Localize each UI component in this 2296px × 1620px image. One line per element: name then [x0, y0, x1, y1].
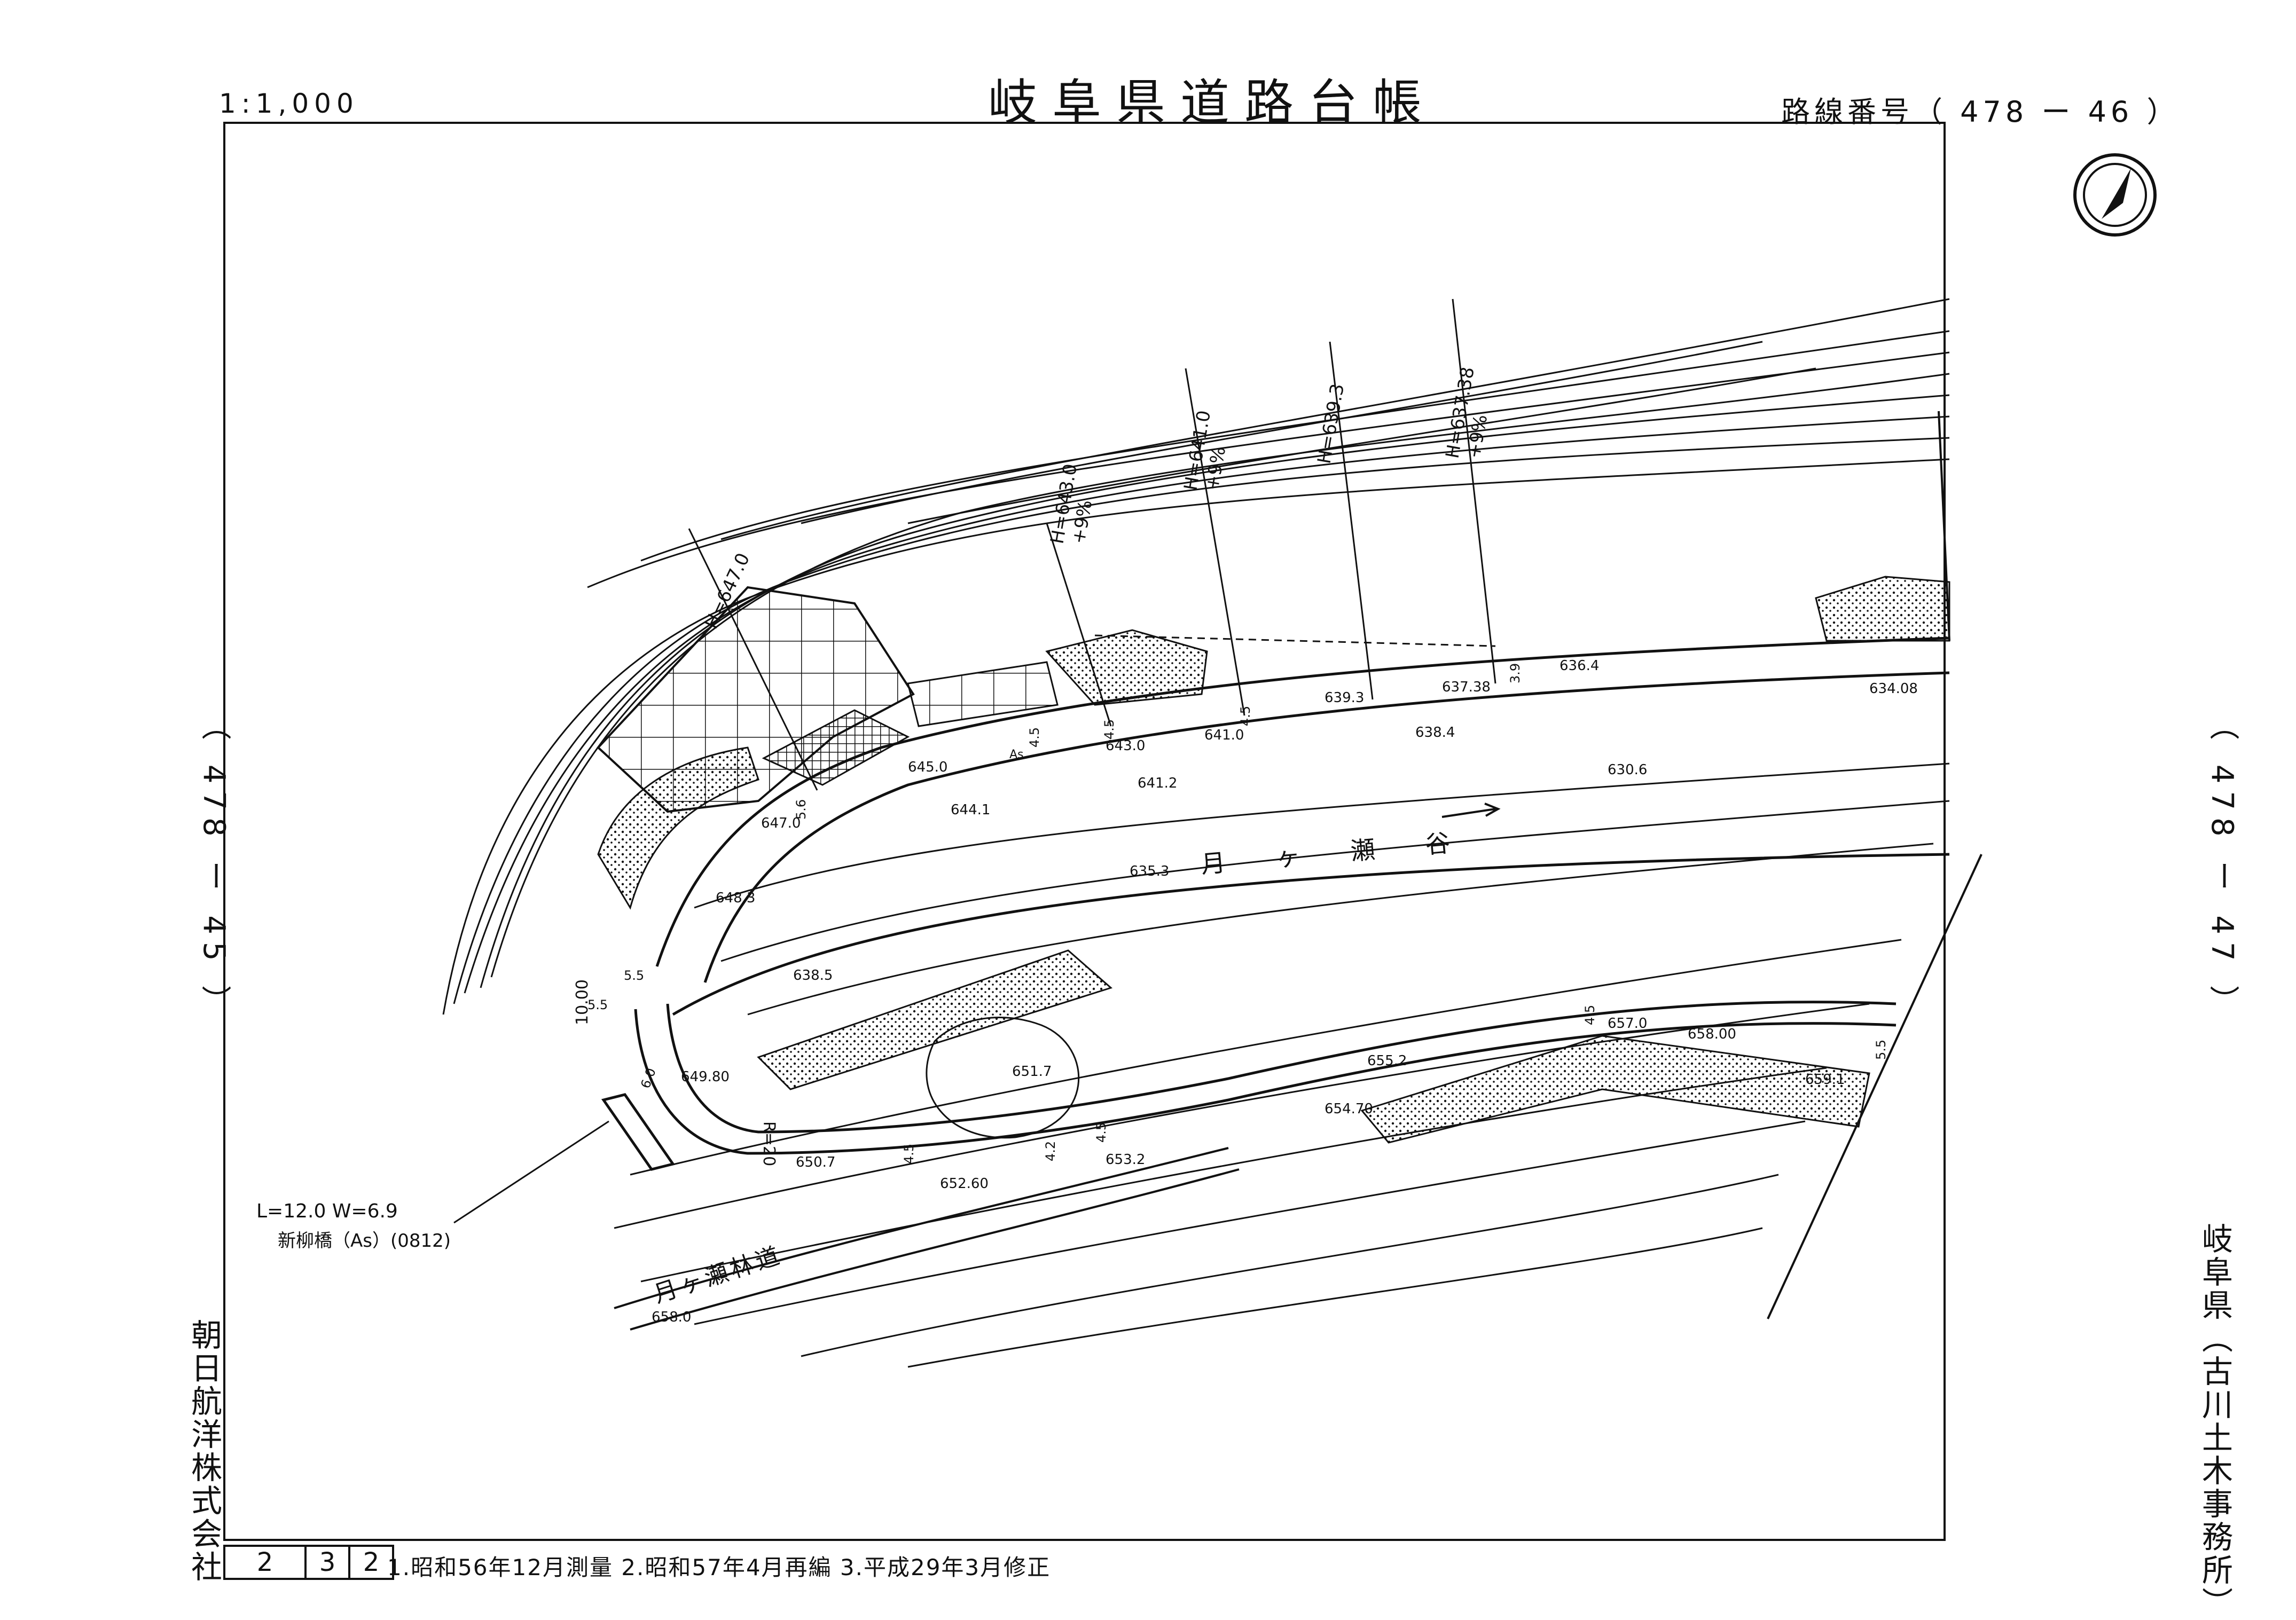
elevation-label: 658.00	[1688, 1026, 1736, 1042]
elevation-label: 638.5	[793, 968, 833, 984]
pavement-label: As	[1009, 748, 1024, 761]
elevation-label: 638.4	[1415, 725, 1455, 741]
retaining-wall-upper	[907, 661, 1059, 727]
elevation-label: 641.2	[1138, 775, 1177, 791]
sheet-index-cell: 2	[225, 1547, 307, 1578]
road-width-label: 4.5	[1102, 719, 1117, 740]
bridge-leader	[453, 1120, 609, 1224]
elevation-label: 635.3	[1130, 863, 1169, 879]
right-boundary-lower	[1767, 854, 1982, 1319]
elevation-label: 630.6	[1608, 762, 1647, 778]
map-frame	[223, 122, 1946, 1541]
elevation-label: 649.80	[681, 1069, 730, 1085]
road-width-label: 4.5	[1027, 727, 1042, 748]
elevation-label: 654.70	[1325, 1101, 1373, 1117]
north-arrow-icon	[2073, 153, 2157, 237]
adjacent-sheet-left: （ 478 ー 45 ）	[197, 710, 231, 1023]
road-width-label: 4.5	[1238, 706, 1253, 726]
road-width-label: 5.6	[794, 799, 809, 820]
elevation-label: 651.7	[1012, 1064, 1052, 1080]
elevation-label: 653.2	[1106, 1152, 1145, 1168]
elevation-label: 643.0	[1106, 738, 1145, 754]
road-width-label: 3.9	[1508, 663, 1523, 683]
bridge	[601, 1093, 676, 1171]
road-width-label: 4.5	[902, 1144, 916, 1164]
road-width-label: 4.5	[1094, 1122, 1109, 1143]
elevation-label: 648.3	[716, 890, 755, 906]
elevation-label: 657.0	[1608, 1016, 1647, 1032]
sheet-index-cell: 3	[307, 1547, 350, 1578]
stream-arrow	[1441, 803, 1501, 818]
elevation-label: 641.0	[1204, 727, 1244, 743]
station-leaders	[688, 298, 1496, 791]
lower-road	[634, 1001, 1897, 1155]
bridge-dims-label: L=12.0 W=6.9	[256, 1200, 398, 1222]
road-width-label: 5.5	[1874, 1040, 1888, 1060]
elevation-label: 650.7	[796, 1154, 835, 1170]
embankments	[597, 576, 1950, 1144]
contours-north	[442, 298, 1950, 1015]
elevation-label: 658.0	[652, 1309, 691, 1325]
road-width-label: 4.5	[1582, 1005, 1597, 1025]
company-name: 朝日航洋株式会社	[186, 1319, 222, 1584]
map-scale: 1:1,000	[219, 88, 359, 119]
elevation-label: 637.38	[1442, 679, 1491, 695]
width-label: 10.00	[573, 979, 592, 1025]
elevation-label: 655.2	[1367, 1053, 1407, 1069]
elevation-label: 645.0	[908, 759, 947, 775]
bridge-name-label: 新柳橋（As）(0812)	[278, 1230, 451, 1252]
radius-label: R=20	[759, 1121, 778, 1166]
upper-road	[655, 636, 1950, 983]
office-name: 岐阜県（古川土木事務所）	[2197, 1223, 2233, 1620]
road-width-label: 5.5	[624, 968, 644, 983]
fence-line	[1094, 634, 1496, 647]
revision-history: 1.昭和56年12月測量 2.昭和57年4月再編 3.平成29年3月修正	[387, 1554, 1051, 1580]
forest-road	[614, 1147, 1240, 1331]
elevation-label: 639.3	[1325, 690, 1364, 706]
right-boundary	[1938, 411, 1950, 641]
elevation-label: 647.0	[761, 815, 801, 831]
adjacent-sheet-right: （ 478 ー 47 ）	[2205, 710, 2239, 1023]
elevation-label: 634.08	[1869, 681, 1918, 697]
elevation-label: 644.1	[951, 802, 990, 818]
elevation-label: 652.60	[940, 1176, 989, 1192]
elevation-label: 659.1	[1805, 1072, 1845, 1088]
sheet-index: 2 3 2	[223, 1545, 394, 1580]
retaining-wall-fine	[762, 709, 910, 786]
elevation-label: 636.4	[1560, 658, 1599, 674]
sheet-index-cell: 2	[363, 1547, 380, 1577]
road-width-label: 5.5	[587, 997, 608, 1012]
stream-line	[672, 853, 1950, 1016]
road-width-label: 4.2	[1043, 1141, 1058, 1161]
